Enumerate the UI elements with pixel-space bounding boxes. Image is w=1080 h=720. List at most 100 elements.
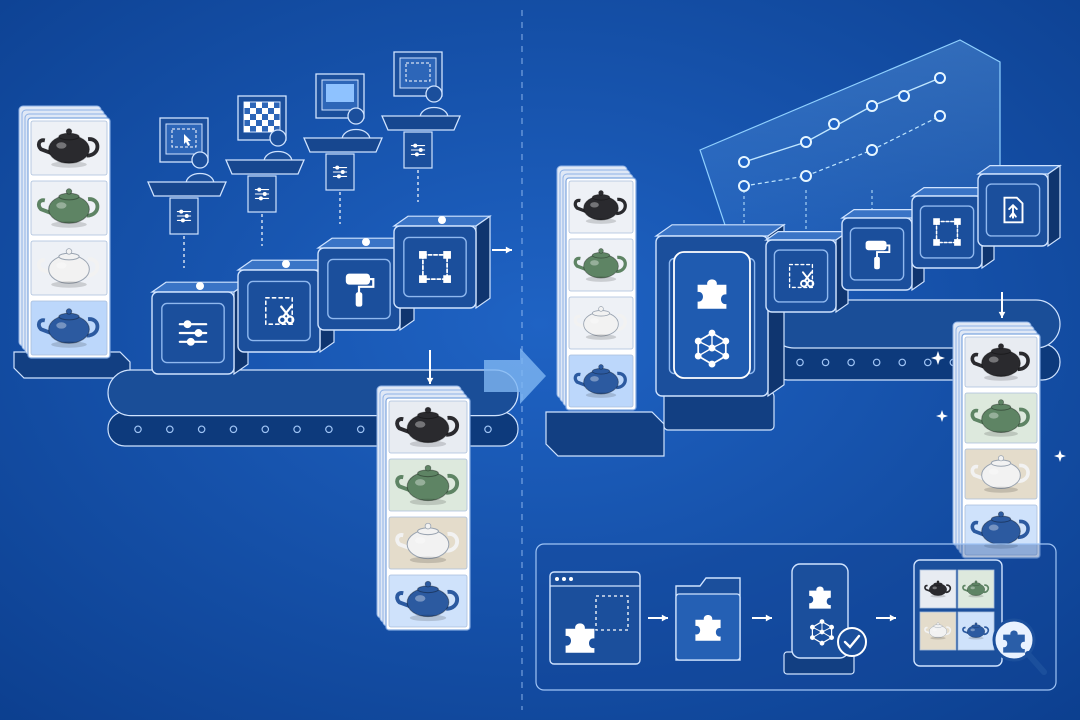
puzzle-shape [809,586,831,609]
block-face [393,225,477,309]
teapot-highlight [970,586,975,590]
arrow-head [505,246,512,254]
left-output-stack [376,385,471,631]
left-source-stack [18,105,111,359]
checker-square [256,126,262,132]
crop-handle [954,218,961,225]
block-connector-node [438,216,446,224]
block-connector-node [282,260,290,268]
operator-head [425,85,443,103]
export-file-icon [1003,196,1024,224]
cube-node [829,624,835,630]
checker-square [274,120,280,126]
right-process-block-3 [910,186,996,270]
teapot-spout [924,584,931,592]
teapot-knob [997,399,1005,406]
teapot-spout [395,591,411,609]
belt-roller [356,425,365,434]
teapot-handle [86,197,100,218]
checker-square [250,120,256,126]
operator-head [269,129,287,147]
teapot-spout [970,352,985,369]
right-process-block-4 [976,164,1062,248]
slider-knob [335,165,340,170]
teapot-knob [974,622,978,626]
teapot-handle [86,137,100,158]
teapot-knob [974,580,978,584]
teapot-knob [65,308,73,315]
teapot-spout [962,626,969,634]
crop-handle [933,218,940,225]
desk [303,137,383,153]
checker-square [268,126,274,132]
cut-area [788,263,814,289]
slider-knob [183,320,192,329]
teapot-spout [970,408,985,425]
right-output-stack [952,321,1041,559]
teapot-spout [395,533,411,551]
teapot-knob [997,455,1005,462]
teapot-highlight [56,322,67,329]
belt-roller [293,425,301,434]
teapot-spout [37,138,52,155]
slider-knob [194,329,203,337]
block-connector-node [362,238,370,246]
slider-knob [418,148,423,152]
teapot-handle [86,257,100,278]
cube-node [708,360,716,368]
teapot-knob [424,464,432,472]
checker-square [262,120,268,126]
operator-station-3 [303,73,383,224]
scissor-blade [282,305,293,318]
belt-roller [923,358,932,367]
teapot-highlight [56,262,67,269]
plugin-verified-icon [783,563,867,675]
window-dot [562,577,566,581]
network-cube-icon [809,619,835,646]
teapot-highlight [414,421,426,428]
plugin-module-base [663,391,775,431]
checker-square [262,108,268,114]
crop-frame-icon [419,251,451,283]
sliders-icon [332,165,348,179]
teapot-highlight [56,202,67,209]
desk [147,181,227,197]
roller-head [345,273,371,285]
slider-knob [186,337,195,346]
teapot-highlight [988,412,999,419]
workflow-strip [535,543,1057,691]
scissor-blade [280,305,291,318]
right-process-block-1 [764,230,850,314]
checker-square [274,108,280,114]
block-inner-frame [919,205,975,259]
timeline-node [738,156,750,168]
teapot-shadow [968,594,984,598]
right-output-arrow [998,292,1006,318]
teapot-knob [424,580,432,588]
left-process-block-1 [150,281,250,376]
teapot-handle [615,313,627,332]
block-inner-frame [985,183,1041,237]
teapot-blue-icon [962,622,990,640]
belt-roller [796,358,804,367]
cube-node [708,344,716,352]
teapot-spout [395,417,411,435]
export-arrow [1009,211,1017,219]
checker-square [250,108,256,114]
cube-node [708,329,716,337]
teapot-spout [970,464,985,481]
operator-station-1 [147,117,227,268]
transition-arrow [484,348,546,404]
roller-arm [876,244,891,259]
teapot-knob [997,511,1005,518]
roller-head [865,240,887,251]
teapot-shadow [984,430,1018,437]
belt-roller [484,425,492,434]
cube-node [819,640,825,646]
arrow-head [426,377,434,384]
teapot-knob [997,343,1005,350]
puzzle-shape [695,614,721,641]
desk [225,159,305,175]
teapot-knob [598,248,604,254]
teapot-knob [424,522,432,530]
